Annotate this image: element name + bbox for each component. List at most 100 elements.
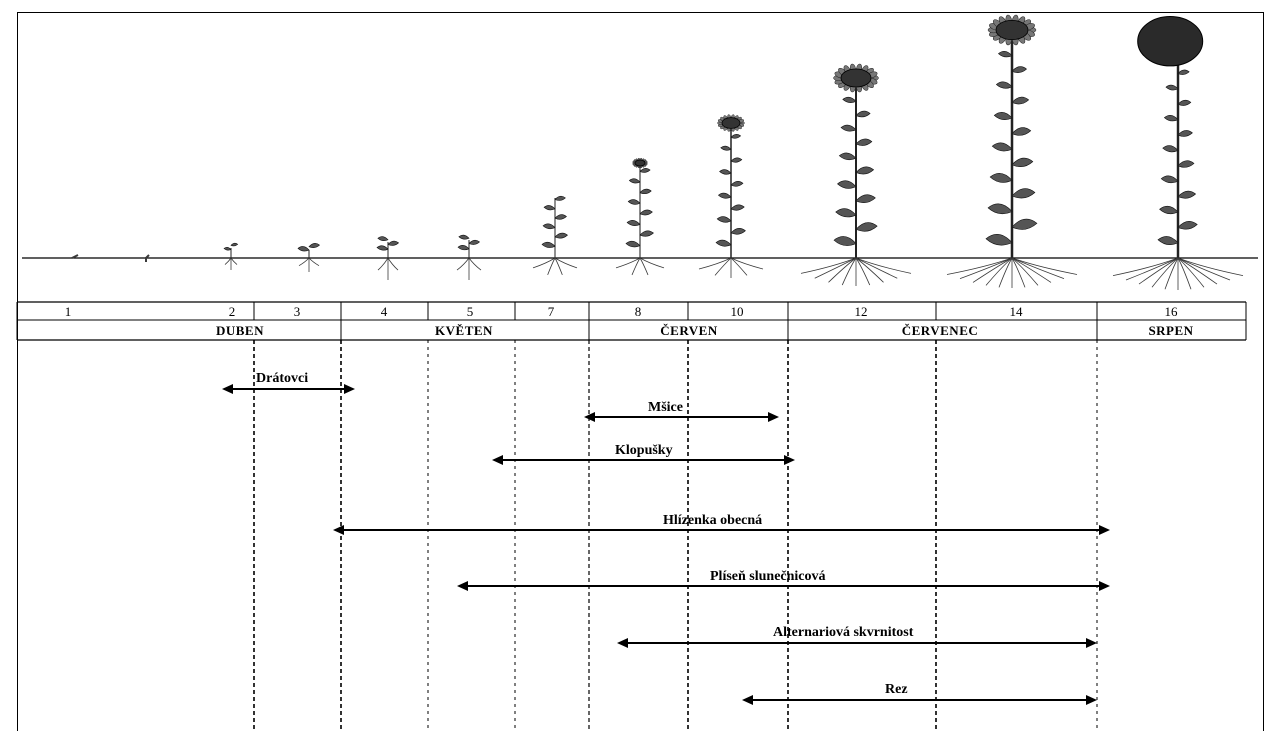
root — [377, 257, 389, 271]
pest-label-dratovci: Drátovci — [256, 371, 308, 386]
month-label: KVĚTEN — [435, 323, 493, 338]
leaf — [541, 241, 556, 248]
root — [730, 257, 764, 270]
leaf — [1011, 127, 1032, 136]
arrow-msice — [584, 412, 779, 422]
leaf — [730, 228, 746, 235]
leaf — [468, 239, 481, 245]
leaf — [223, 246, 232, 251]
root — [308, 257, 320, 267]
stage-label: 5 — [467, 304, 474, 319]
leaf — [855, 110, 871, 118]
arrow-head-right — [1086, 638, 1097, 648]
arrow-head-left — [584, 412, 595, 422]
diagram-frame — [17, 12, 1264, 731]
stage-label: 10 — [731, 304, 744, 319]
sunflower-plant — [800, 63, 912, 286]
leaf — [730, 134, 742, 139]
root — [714, 257, 732, 276]
pest-labels: Drátovci Mšice Klopušky Hlízenka obecná … — [256, 371, 914, 697]
sunflower-head — [995, 19, 1029, 41]
leaf — [719, 169, 732, 175]
root — [1177, 257, 1192, 290]
sunflower-head — [1137, 16, 1204, 67]
root — [814, 257, 857, 279]
sunflower-plant — [376, 236, 400, 280]
leaf — [1177, 69, 1190, 75]
root — [387, 257, 399, 271]
root — [1151, 257, 1179, 288]
arrow-head-right — [344, 384, 355, 394]
root — [855, 257, 871, 286]
leaf — [627, 199, 641, 205]
leaf — [639, 230, 654, 237]
root — [547, 257, 556, 276]
arrow-head-left — [742, 695, 753, 705]
root — [639, 257, 665, 269]
leaf — [995, 81, 1013, 89]
leaf — [308, 243, 321, 248]
root — [985, 257, 1013, 286]
stage-label: 14 — [1010, 304, 1024, 319]
seed — [145, 254, 150, 262]
leaf — [1162, 145, 1179, 153]
leaf — [1177, 130, 1193, 137]
leaf — [628, 178, 641, 184]
arrow-head-left — [492, 455, 503, 465]
leaf — [715, 239, 732, 247]
arrow-plisen — [457, 581, 1110, 591]
root — [554, 257, 578, 269]
leaf — [989, 173, 1013, 183]
leaf — [387, 240, 400, 246]
arrow-head-right — [784, 455, 795, 465]
root — [1138, 257, 1179, 285]
root — [855, 257, 884, 283]
root — [298, 257, 310, 267]
leaf — [840, 124, 857, 132]
leaf — [1177, 160, 1195, 168]
arrow-dratovci — [222, 384, 355, 394]
leaf — [1011, 188, 1036, 199]
root — [1177, 257, 1231, 281]
leaf — [554, 214, 567, 220]
arrow-head-right — [1086, 695, 1097, 705]
leaf — [457, 245, 470, 251]
arrow-hlizenka — [333, 525, 1110, 535]
leaf — [716, 216, 732, 223]
root — [828, 257, 857, 283]
stage-label: 2 — [229, 304, 236, 319]
pest-label-rez: Rez — [885, 682, 908, 697]
leaf — [730, 181, 744, 187]
root — [1164, 257, 1179, 290]
sunflower-plant — [532, 195, 578, 276]
sunflower-plant — [1112, 16, 1244, 290]
arrow-head-right — [1099, 581, 1110, 591]
leaf — [1011, 218, 1038, 230]
leaf — [720, 145, 732, 151]
sunflower-plant — [456, 234, 482, 280]
root — [468, 257, 482, 271]
arrow-head-right — [1099, 525, 1110, 535]
stage-row: 1 2 3 4 5 7 8 10 12 14 16 — [16, 301, 1247, 341]
arrow-head-left — [333, 525, 344, 535]
arrow-klopusky — [492, 455, 795, 465]
root — [631, 257, 641, 276]
leaf — [991, 142, 1013, 152]
root — [1011, 257, 1039, 286]
pest-period-arrows — [222, 384, 1110, 705]
root — [230, 257, 238, 265]
arrow-head-right — [768, 412, 779, 422]
leaf — [297, 246, 310, 252]
leaf — [554, 232, 568, 239]
leaf — [543, 205, 556, 211]
leaf — [639, 188, 652, 195]
leaf — [1159, 205, 1179, 215]
leaf — [1011, 157, 1034, 168]
leaf — [855, 166, 875, 175]
pest-label-hlizenka: Hlízenka obecná — [663, 513, 762, 528]
leaf — [987, 203, 1013, 215]
root — [532, 257, 556, 269]
leaf — [855, 138, 873, 146]
root — [855, 257, 912, 274]
